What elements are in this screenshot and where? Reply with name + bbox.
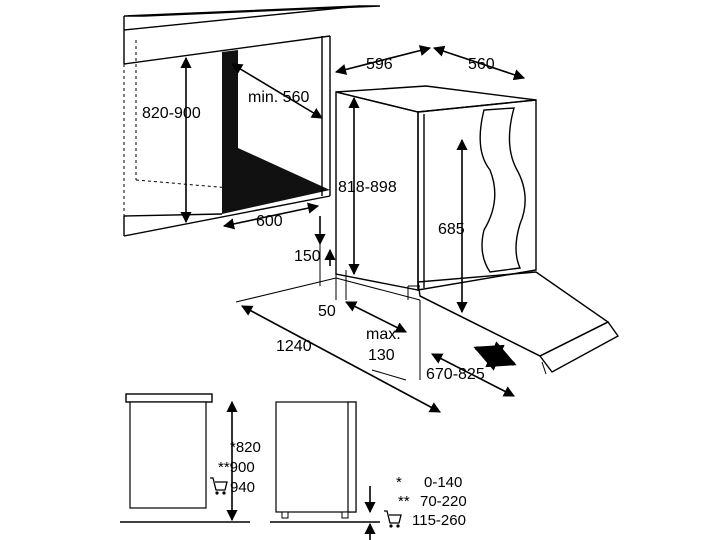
appliance-depth-label: 560 [468,56,495,73]
plinth-height-label: 150 [294,248,321,265]
legend-range-3: 115-260 [412,512,466,529]
legend-height-3: 940 [230,479,255,496]
door-slide-arrow [473,341,517,371]
legend-range-2: 70-220 [420,493,467,510]
side-view-cabinet [125,393,213,509]
niche-width-label: 600 [256,213,283,230]
door-travel-label: 670-825 [426,366,485,383]
cabinet-height-label: 820-900 [142,105,201,122]
niche-back-wall [222,50,330,214]
overall-depth-arrow [241,305,441,413]
shopping-cart-icon [384,510,402,528]
plinth-setback-label: 50 [318,303,336,320]
open-door-panel [417,271,620,373]
shopping-cart-icon [210,477,228,495]
max-label: max. [366,326,401,343]
overall-depth-label: 1240 [276,338,312,355]
legend-range-2-mark: ** [398,493,410,510]
niche-depth-label: min. 560 [248,89,309,106]
appliance-depth-arrow [432,45,526,81]
legend-range-1-mark: * [396,474,402,491]
dishwasher-body [335,85,537,291]
side-view-appliance [275,401,357,519]
max-value: 130 [368,347,395,364]
door-travel-arrow [431,353,515,397]
door-height-label: 685 [438,221,465,238]
appliance-width-label: 596 [366,56,393,73]
niche-width-arrow [222,202,320,230]
appliance-width-arrow [334,45,432,75]
door-cutaway [479,107,526,273]
niche-depth-arrow [231,63,323,119]
cabinet-niche [123,36,331,237]
legend-height-1: *820 [230,439,261,456]
appliance-height-label: 818-898 [338,179,397,196]
max-projection-arrow [344,301,408,333]
legend-height-2: **900 [218,459,255,476]
legend-range-1: 0-140 [424,474,462,491]
